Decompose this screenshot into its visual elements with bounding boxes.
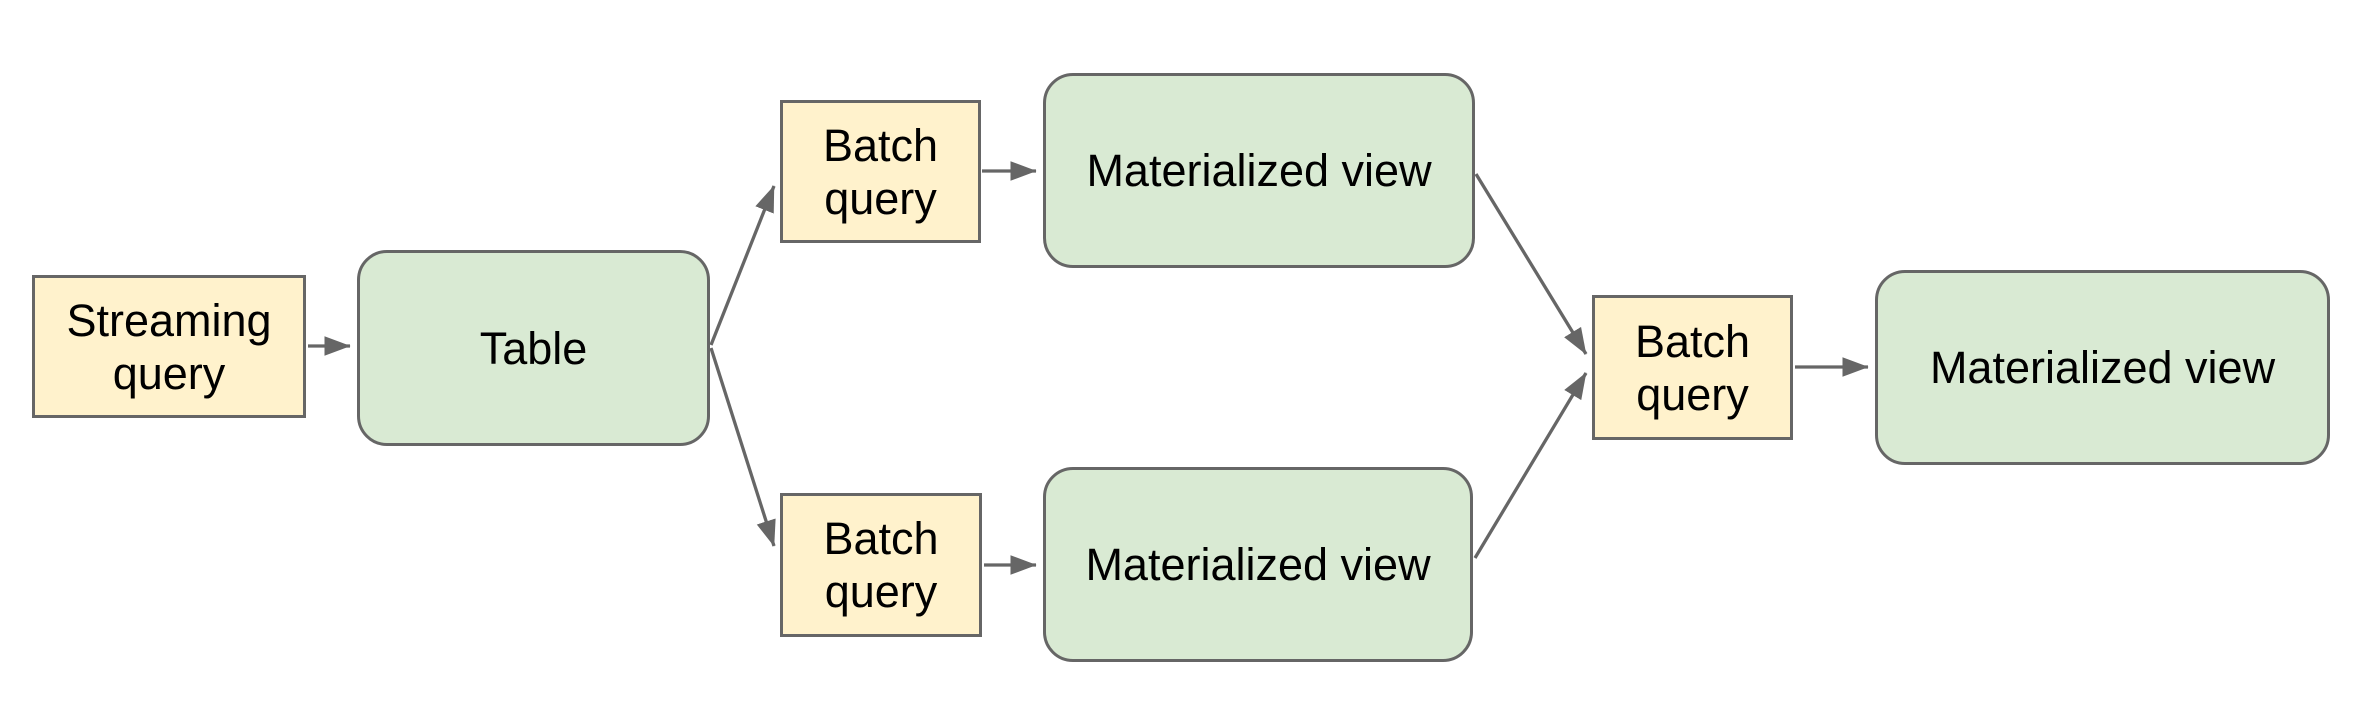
- node-batch-query-merge-label: Batch query: [1634, 315, 1751, 420]
- edge-materialized-view-top-to-batch-query-merge: [1474, 173, 1588, 355]
- edge-materialized-view-bottom-to-batch-query-merge: [1473, 372, 1588, 559]
- node-materialized-view-final-label: Materialized view: [1929, 342, 2276, 393]
- node-materialized-view-top: Materialized view: [1043, 73, 1475, 268]
- node-streaming-query-label: Streaming query: [66, 294, 272, 399]
- node-batch-query-top-label: Batch query: [822, 119, 939, 224]
- node-streaming-query: Streaming query: [32, 275, 306, 418]
- node-materialized-view-bottom-label: Materialized view: [1085, 539, 1431, 590]
- node-materialized-view-top-label: Materialized view: [1086, 145, 1432, 196]
- node-materialized-view-final: Materialized view: [1875, 270, 2330, 465]
- node-table: Table: [357, 250, 710, 446]
- node-materialized-view-bottom: Materialized view: [1043, 467, 1473, 662]
- node-batch-query-bottom-label: Batch query: [823, 513, 939, 617]
- edge-table-to-batch-query-bottom: [709, 347, 776, 547]
- node-table-label: Table: [479, 322, 588, 374]
- node-batch-query-bottom: Batch query: [780, 493, 982, 637]
- node-batch-query-top: Batch query: [780, 100, 981, 243]
- edge-table-to-batch-query-top: [709, 185, 776, 346]
- node-batch-query-merge: Batch query: [1592, 295, 1793, 440]
